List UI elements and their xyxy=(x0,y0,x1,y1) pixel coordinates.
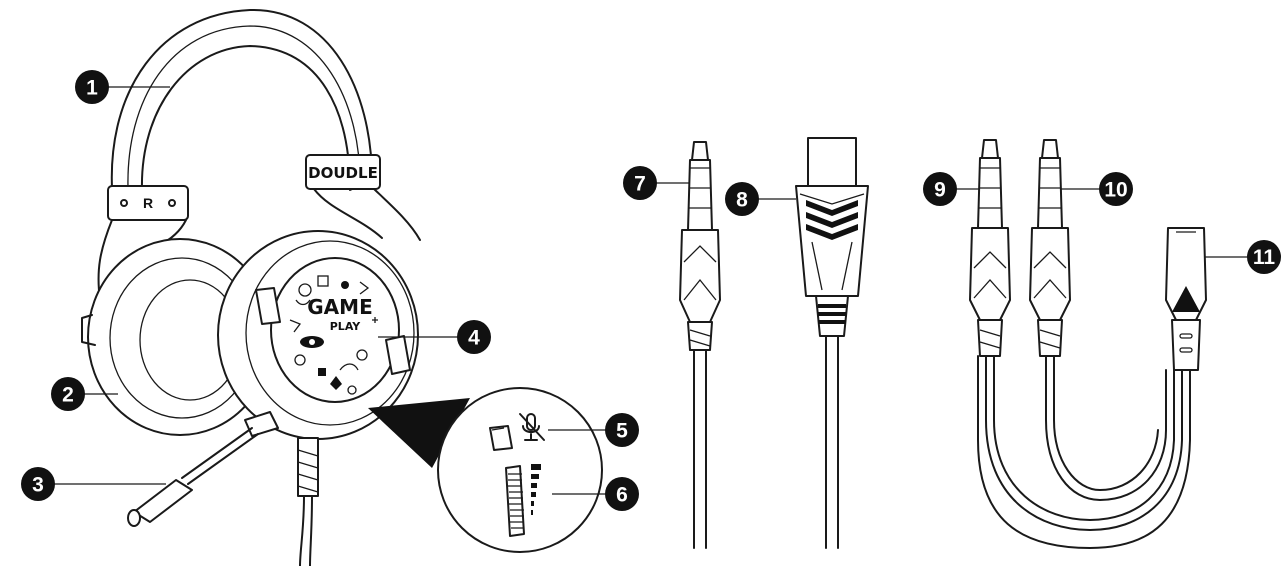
earcup-graphic-word1: GAME xyxy=(307,295,372,319)
svg-text:2: 2 xyxy=(62,384,74,407)
svg-text:4: 4 xyxy=(468,327,480,350)
svg-text:1: 1 xyxy=(86,77,98,100)
controls-detail xyxy=(437,387,603,553)
callout-badge-6: 6 xyxy=(605,477,639,511)
callout-badge-5: 5 xyxy=(605,413,639,447)
callout-badge-2: 2 xyxy=(51,377,85,411)
cable-3-5mm-jack xyxy=(679,141,721,549)
callout-badge-3: 3 xyxy=(21,467,55,501)
svg-text:7: 7 xyxy=(634,173,646,196)
cable-usb xyxy=(795,137,869,549)
mic-mute-icon xyxy=(519,413,545,441)
volume-level-icon xyxy=(531,464,541,515)
svg-text:3: 3 xyxy=(32,474,44,497)
volume-wheel xyxy=(505,465,525,537)
callout-badge-10: 10 xyxy=(1099,172,1133,206)
svg-text:11: 11 xyxy=(1253,246,1276,269)
headset: R DOUDLE xyxy=(81,8,421,566)
mute-button xyxy=(489,425,513,451)
callout-leaders xyxy=(54,86,1248,495)
svg-text:8: 8 xyxy=(736,189,748,212)
doodle-art xyxy=(289,275,378,395)
callout-badge-9: 9 xyxy=(923,172,957,206)
svg-text:6: 6 xyxy=(616,484,628,507)
svg-text:9: 9 xyxy=(934,179,946,202)
brand-label: DOUDLE xyxy=(308,164,378,182)
side-marker-label: R xyxy=(143,195,153,211)
zoom-pointer xyxy=(368,398,470,468)
callout-badge-4: 4 xyxy=(457,320,491,354)
callout-badge-8: 8 xyxy=(725,182,759,216)
callout-badge-11: 11 xyxy=(1247,240,1281,274)
earcup-graphic-word2: PLAY xyxy=(330,320,362,333)
audio-splitter xyxy=(969,139,1207,549)
mic-tip xyxy=(133,479,193,523)
left-slider xyxy=(107,185,189,221)
right-slider xyxy=(305,154,381,190)
callout-badge-7: 7 xyxy=(623,166,657,200)
headset-cable-strain xyxy=(297,437,319,497)
callout-badge-1: 1 xyxy=(75,70,109,104)
svg-text:5: 5 xyxy=(616,420,628,443)
svg-text:10: 10 xyxy=(1104,179,1127,202)
earcup-graphic-plate xyxy=(270,257,400,403)
